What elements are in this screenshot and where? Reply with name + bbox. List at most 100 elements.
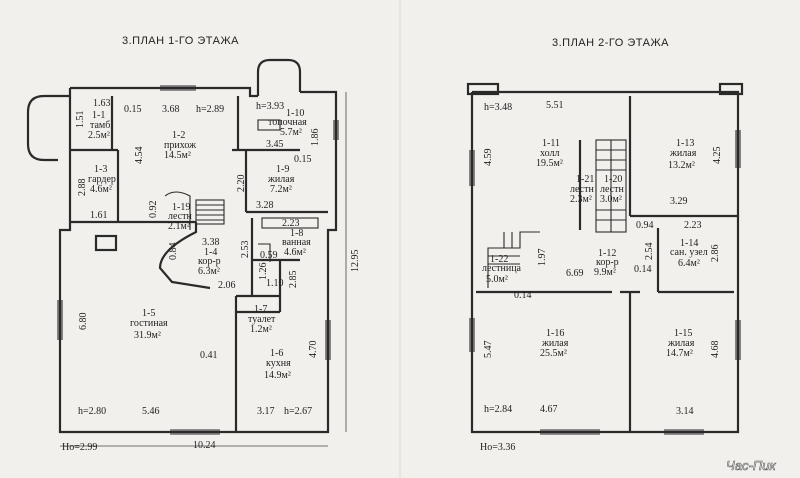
- dim-label: 4.67: [540, 404, 558, 415]
- dim-label: 1.86: [310, 129, 321, 147]
- floor1-room-1-3: 1-3 гардер 4.6м²: [88, 164, 116, 195]
- dim-label: h=3.93: [256, 101, 284, 112]
- room-area: 14.7м²: [666, 348, 693, 359]
- floor1-room-1-2: 1-2 прихож 14.5м²: [164, 130, 196, 161]
- dim-label: 0.14: [514, 290, 532, 301]
- dim-label: 4.54: [134, 147, 145, 165]
- dim-label: 2.88: [77, 179, 88, 197]
- dim-label: 0.92: [148, 201, 159, 219]
- floor2-stair-22-treads: [488, 232, 520, 265]
- floor2-room-1-21: 1-21 лестн 2.3м²: [570, 174, 594, 205]
- room-area: 2.5м²: [88, 130, 110, 141]
- room-id: 1-1: [92, 110, 105, 121]
- room-id: 1-20: [604, 174, 622, 185]
- dim-label: 2.23: [282, 218, 300, 229]
- room-area: 19.5м²: [536, 158, 563, 169]
- plan2-title: 3.ПЛАН 2-ГО ЭТАЖА: [552, 37, 669, 49]
- dim-label: 5.46: [142, 406, 160, 417]
- dim-label: 1.61: [90, 210, 108, 221]
- room-id: 1-12: [598, 248, 616, 259]
- floor2-outer-wall: [470, 90, 740, 434]
- room-name: жилая: [267, 174, 295, 185]
- floor1-stair-curve: [164, 191, 191, 230]
- dim-label: h=2.80: [78, 406, 106, 417]
- room-id: 1-2: [172, 130, 185, 141]
- dim-label: 0.15: [294, 154, 312, 165]
- room-area: 25.5м²: [540, 348, 567, 359]
- room-area: 4.6м²: [284, 247, 306, 258]
- dim-label: 0.41: [200, 350, 218, 361]
- dim-label: 3.68: [162, 104, 180, 115]
- room-area: 5.0м²: [486, 274, 508, 285]
- room-area: 7.2м²: [270, 184, 292, 195]
- floor2-room-1-22: 1-22 лестница 5.0м²: [482, 254, 522, 285]
- dim-label: 1.51: [75, 111, 86, 129]
- room-area: 31.9м²: [134, 330, 161, 341]
- floor2-stair-treads: [596, 140, 626, 232]
- room-name: лестн: [600, 184, 624, 195]
- room-name: кухня: [266, 358, 291, 369]
- boiler: [257, 119, 281, 131]
- floor2-room-1-14: 1-14 сан. узел 6.4м²: [670, 238, 708, 269]
- room-area: 14.5м²: [164, 150, 191, 161]
- floor1-windows: [57, 85, 339, 435]
- room-area: 9.9м²: [594, 267, 616, 278]
- room-id: 1-10: [286, 108, 304, 119]
- room-area: 14.9м²: [264, 370, 291, 381]
- floor1-tower: [256, 58, 302, 96]
- dim-label: 3.29: [670, 196, 688, 207]
- dim-label: 1.10: [266, 278, 284, 289]
- floor2-windows: [469, 130, 741, 435]
- floor1-room-1-8: 1-8 ванная 4.6м²: [282, 228, 311, 258]
- dim-label: 1.26: [258, 263, 269, 281]
- room-area: 6.3м²: [198, 266, 220, 277]
- fireplace: [94, 234, 118, 252]
- room-name: жилая: [541, 338, 569, 349]
- room-id: 1-6: [270, 348, 283, 359]
- floor1-top-wall: [70, 86, 258, 98]
- dim-label: 3.38: [202, 237, 220, 248]
- dim-label: h=2.84: [484, 404, 512, 415]
- dim-label: 0.59: [260, 250, 278, 261]
- room-id: 1-3: [94, 164, 107, 175]
- room-area: 6.4м²: [678, 258, 700, 269]
- dim-label: 2.20: [236, 175, 247, 193]
- room-name: жилая: [669, 148, 697, 159]
- floor1-room-1-10: 1-10 топочная 5.7м²: [268, 108, 307, 138]
- room-id: 1-16: [546, 328, 564, 339]
- floor2-notch-right: [718, 82, 744, 96]
- room-id: 1-7: [254, 304, 267, 315]
- room-area: 5.7м²: [280, 127, 302, 138]
- dim-label: 0.15: [124, 104, 142, 115]
- dim-label: 0.14: [634, 264, 652, 275]
- dim-label: 2.54: [644, 243, 655, 261]
- dim-label: 0.94: [636, 220, 654, 231]
- floor1-dimensions: 1.63 0.15 3.68 h=2.89 h=3.93 1.51 4.54 1…: [75, 98, 361, 451]
- floor1-room-1-7: 1-7 туалет 1.2м²: [248, 304, 276, 335]
- room-area: 3.0м²: [600, 194, 622, 205]
- dim-label: 2.53: [240, 241, 251, 259]
- room-id: 1-11: [542, 138, 560, 149]
- room-id: 1-21: [576, 174, 594, 185]
- room-name: гардер: [88, 174, 116, 185]
- dim-label: 3.45: [266, 139, 284, 150]
- room-id: 1-14: [680, 238, 698, 249]
- dim-label: 12.95: [350, 250, 361, 273]
- bath-fixture: [258, 243, 271, 262]
- dim-label: 2.06: [218, 280, 236, 291]
- watermark: Час-Пик: [726, 458, 776, 473]
- room-id: 1-22: [490, 254, 508, 265]
- floor1-stair-treads: [196, 204, 224, 221]
- room-name: сан. узел: [670, 247, 708, 258]
- dim-label: 2.85: [288, 271, 299, 289]
- room-id: 1-5: [142, 308, 155, 319]
- dim-label: 4.70: [308, 341, 319, 359]
- dim-label: 2.86: [710, 245, 721, 263]
- dim-label: 0.84: [168, 243, 179, 261]
- floor2-notch-left: [466, 82, 500, 96]
- floor1-bay-window: [26, 94, 70, 162]
- floor1-room-1-1: 1-1 тамб 2.5м²: [88, 110, 110, 141]
- floor2-room-1-15: 1-15 жилая 14.7м²: [666, 328, 695, 359]
